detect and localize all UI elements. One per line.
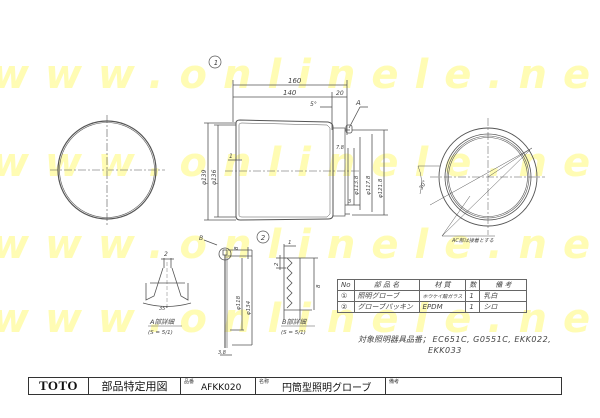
cell-no: ① [337, 290, 355, 302]
packing-section [203, 239, 253, 356]
col-remarks: 備 考 [479, 279, 528, 291]
col-material: 材 質 [418, 279, 467, 291]
detail-a-width: 2 [164, 251, 168, 258]
part-number-label: 品番 [184, 379, 195, 385]
part-1-marker-circle [208, 55, 222, 69]
col-no: No [337, 279, 355, 291]
packing-dia-outer: φ134 [246, 300, 252, 315]
detail-a-scale: (S = 5/1) [148, 330, 173, 336]
adhesive-note: AC部は接着とする [451, 237, 494, 244]
dim-overall-length: 160 [288, 77, 302, 85]
parts-table-header: No 部 品 名 材 質 数 備 考 [337, 279, 528, 291]
col-part-name: 部 品 名 [353, 279, 420, 291]
left-end-view [50, 115, 165, 227]
dim-wall-thickness: 1 [229, 153, 233, 160]
detail-b-scale: (S = 5/1) [281, 330, 306, 336]
parts-table: No 部 品 名 材 質 数 備 考 ① 照明グローブ ホウケイ酸ガラス 1 乳… [337, 279, 528, 313]
right-end-view [417, 118, 545, 237]
packing-dia-inner: φ118 [236, 295, 242, 310]
dim-lip-width: 3 [348, 199, 351, 205]
detail-b [276, 244, 318, 327]
remarks-label: 備考 [389, 379, 400, 385]
col-qty: 数 [465, 279, 481, 291]
part-name-label: 名称 [259, 379, 270, 385]
dim-angle-30: 30° [419, 179, 429, 191]
applicable-models: 対象照明器具品番； EC651C, G0551C, EKK022, EKK033 [358, 334, 551, 356]
detail-a-caption: A部詳細 [149, 318, 175, 326]
cell-remarks: 乳白 [479, 290, 528, 302]
part-2-marker: 2 [261, 234, 266, 242]
part-2-marker-circle [256, 230, 270, 244]
packing-height: 8 [234, 246, 240, 250]
remarks-cell: 備考 [386, 378, 561, 394]
detail-b-pitch: 1 [288, 240, 292, 246]
cell-qty: 1 [465, 301, 481, 313]
dim-taper-angle: 5° [310, 101, 317, 108]
document-type: 部品特定用図 [89, 378, 181, 394]
cell-part-name: 照明グローブ [353, 290, 420, 302]
detail-b-height: 8 [316, 284, 322, 288]
table-row: ② グローブパッキン EPDM 1 シロ [337, 301, 528, 313]
packing-thickness: 3.8 [218, 350, 226, 356]
side-view [204, 80, 388, 221]
detail-a-label: A [355, 99, 361, 107]
applicable-models-list-2: EKK033 [428, 346, 462, 355]
dim-step-width: 7.8 [336, 145, 344, 151]
part-name-cell: 名称 円筒型照明グローブ [256, 378, 386, 394]
dim-flange-length: 20 [336, 90, 344, 97]
part-number-cell: 品番 AFKK020 [181, 378, 256, 394]
dim-dia-113: φ113.8 [354, 175, 360, 195]
detail-a [142, 258, 192, 327]
detail-b-tooth: 2 [274, 262, 280, 266]
title-block: TOTO 部品特定用図 品番 AFKK020 名称 円筒型照明グローブ 備考 [28, 377, 562, 395]
detail-b-caption: B部詳細 [282, 318, 307, 326]
applicable-models-list-1: EC651C, G0551C, EKK022, [432, 335, 552, 344]
dim-dia-121: φ121.8 [378, 178, 384, 198]
part-name: 円筒型照明グローブ [282, 383, 372, 394]
cell-qty: 1 [465, 290, 481, 302]
dim-body-length: 140 [283, 89, 297, 97]
dim-inner-dia: φ136 [211, 169, 218, 185]
part-1-marker: 1 [214, 59, 218, 67]
cell-material: ホウケイ酸ガラス [418, 290, 467, 302]
cell-material: EPDM [418, 301, 467, 313]
table-row: ① 照明グローブ ホウケイ酸ガラス 1 乳白 [337, 290, 528, 302]
dim-dia-117: φ117.8 [366, 175, 372, 195]
part-number: AFKK020 [201, 383, 242, 393]
detail-a-angle: 35° [159, 306, 168, 312]
detail-b-label: B [199, 235, 203, 242]
cell-remarks: シロ [479, 301, 528, 313]
cell-part-name: グローブパッキン [353, 301, 420, 313]
applicable-models-label: 対象照明器具品番； [358, 335, 430, 344]
cell-no: ② [337, 301, 355, 313]
brand-logo: TOTO [29, 378, 89, 394]
dim-outer-dia: φ139 [201, 169, 208, 185]
